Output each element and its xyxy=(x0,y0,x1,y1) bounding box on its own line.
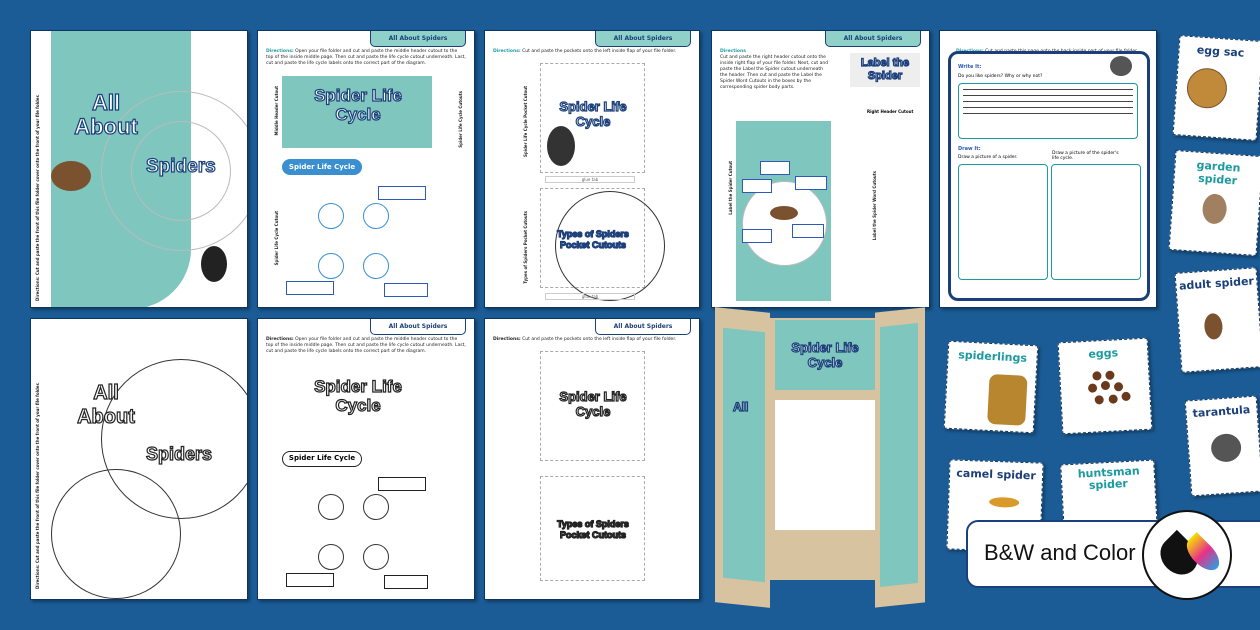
card-egg-sac: egg sac xyxy=(1172,35,1260,141)
header-caption: Right Header Cutout xyxy=(867,109,914,114)
badge-label: B&W and Color xyxy=(984,540,1136,565)
side-label: Spider Life Cycle Pocket Cutout xyxy=(523,86,528,158)
side-label: Middle Header Cutout xyxy=(274,86,279,136)
pocket2-title: Types of Spiders Pocket Cutouts xyxy=(556,228,629,250)
side-label: Label the Spider Cutout xyxy=(728,161,733,215)
pockets-page-bw: All About Spiders Directions: Cut and pa… xyxy=(484,318,700,600)
header-title: Spider Life Cycle xyxy=(313,85,402,124)
header-tab: All About Spiders xyxy=(595,319,691,335)
glue-tab: glue tab xyxy=(545,176,635,183)
write-it-heading: Write It: xyxy=(958,64,982,70)
glue-tab: glue tab xyxy=(545,293,635,300)
label-header: Label the Spider xyxy=(850,53,920,87)
question: Do you like spiders? Why or why not? xyxy=(958,74,1043,79)
draw-prompt: Draw a picture of a spider. xyxy=(958,155,1018,160)
card-tarantula: tarantula xyxy=(1184,395,1260,497)
card-spiderlings: spiderlings xyxy=(943,340,1039,434)
black-widow-illustration xyxy=(201,246,227,282)
assembled-file-folder: Spider Life Cycle All xyxy=(715,307,925,608)
cover-title-spiders: Spiders xyxy=(145,443,213,464)
card-garden-spider: garden spider xyxy=(1168,150,1260,256)
directions: Directions: Cut and paste the pockets on… xyxy=(493,337,677,342)
folder-cover-text: All xyxy=(732,399,749,414)
draw-prompt: Draw a picture of the spider's life cycl… xyxy=(1052,151,1119,161)
cover-directions: Directions: Cut and paste the front of t… xyxy=(35,94,40,301)
header-title: Spider Life Cycle xyxy=(313,376,402,415)
cover-directions: Directions: Cut and paste the front of t… xyxy=(35,382,40,589)
card-adult-spider: adult spider xyxy=(1174,267,1260,373)
card-eggs: eggs xyxy=(1057,337,1153,435)
directions: Directions: Cut and paste the pockets on… xyxy=(493,49,677,54)
header-tab: All About Spiders xyxy=(370,31,466,47)
spider-illustration xyxy=(51,161,91,191)
header-tab: All About Spiders xyxy=(595,31,691,47)
side-label: Label the Spider Word Cutouts xyxy=(872,171,877,241)
banner: Spider Life Cycle xyxy=(282,159,362,175)
side-label: Spider Life Cycle Cutout xyxy=(274,211,279,266)
pocket2-title: Types of Spiders Pocket Cutouts xyxy=(556,518,629,540)
ink-drops-icon xyxy=(1142,510,1232,600)
banner: Spider Life Cycle xyxy=(282,451,362,467)
header-tab: All About Spiders xyxy=(370,319,466,335)
directions: Directions: Open your file folder and cu… xyxy=(266,49,466,66)
pocket1-title: Spider Life Cycle xyxy=(559,388,627,419)
write-draw-page: Directions: Cut and paste this page onto… xyxy=(939,30,1157,308)
header-tab: All About Spiders xyxy=(825,31,921,47)
life-cycle-page-bw: All About Spiders Directions: Open your … xyxy=(257,318,475,600)
pockets-page-color: All About Spiders Directions: Cut and pa… xyxy=(484,30,700,308)
folder-header: Spider Life Cycle xyxy=(791,339,859,370)
side-label: Types of Spiders Pocket Cutouts xyxy=(523,211,528,284)
pocket1-title: Spider Life Cycle xyxy=(559,98,627,129)
draw-it-heading: Draw It: xyxy=(958,146,981,152)
side-label: Spider Life Cycle Cutouts xyxy=(458,91,463,148)
directions: Directions: Open your file folder and cu… xyxy=(266,337,466,354)
life-cycle-page-color: All About Spiders Directions: Open your … xyxy=(257,30,475,308)
cover-title-spiders: Spiders xyxy=(145,155,216,177)
